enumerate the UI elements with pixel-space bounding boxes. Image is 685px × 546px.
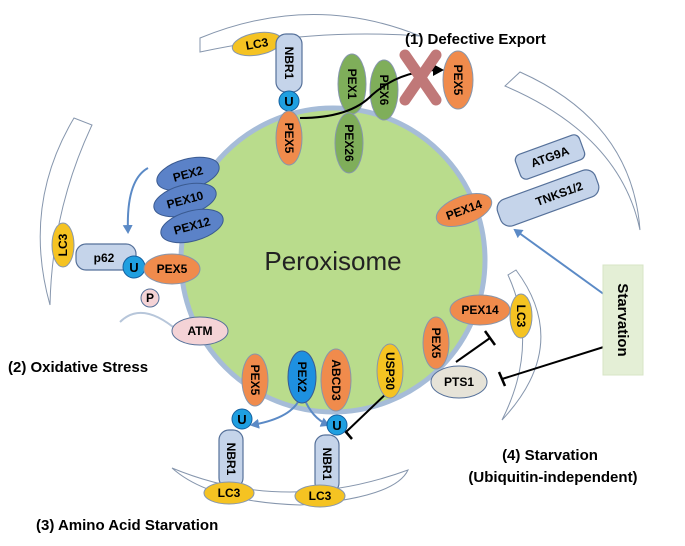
arrow-atm-to-phospho — [119, 311, 179, 332]
usp30: USP30 — [376, 343, 404, 399]
lc3-right: LC3 — [509, 293, 533, 339]
pex5-left: PEX5 — [143, 253, 201, 285]
svg-text:Starvation: Starvation — [614, 283, 631, 356]
p62: p62 — [75, 243, 137, 271]
lc3-left: LC3 — [51, 222, 75, 268]
label-oxidative-stress: (2) Oxidative Stress — [8, 359, 148, 376]
svg-text:U: U — [237, 412, 246, 427]
membrane-right-top — [504, 71, 641, 231]
label-defective-export: (1) Defective Export — [405, 31, 546, 48]
svg-text:U: U — [284, 94, 293, 109]
svg-text:ABCD3: ABCD3 — [329, 359, 343, 401]
svg-text:PEX26: PEX26 — [342, 124, 356, 162]
svg-text:USP30: USP30 — [383, 352, 397, 390]
svg-text:P: P — [146, 291, 154, 305]
ubiquitin-top: U — [278, 90, 300, 112]
pex2-bottom: PEX2 — [287, 350, 317, 404]
arrow-pex2-to-ubiquitin — [122, 167, 149, 234]
pex10: PEX10 — [153, 182, 217, 218]
nbr1-top: NBR1 — [275, 33, 303, 93]
pex12: PEX12 — [160, 208, 224, 244]
pex6: PEX6 — [369, 59, 399, 121]
pex2-left: PEX2 — [156, 156, 220, 192]
pex14-right-bottom: PEX14 — [449, 294, 511, 326]
pex5-right: PEX5 — [422, 316, 450, 370]
svg-text:NBR1: NBR1 — [224, 443, 238, 476]
nbr1-bottom-left: NBR1 — [218, 429, 244, 489]
lc3-bottom-right: LC3 — [294, 484, 346, 508]
svg-text:PEX14: PEX14 — [461, 303, 499, 317]
svg-text:PEX5: PEX5 — [451, 65, 465, 96]
pex5-exported: PEX5 — [442, 50, 474, 110]
lc3-top: LC3 — [231, 31, 283, 57]
svg-text:PEX1: PEX1 — [345, 69, 359, 100]
svg-text:PEX6: PEX6 — [377, 75, 391, 106]
inhibit-starvation-pts1 — [497, 344, 611, 387]
svg-text:ATM: ATM — [187, 324, 212, 338]
svg-text:PEX5: PEX5 — [429, 328, 443, 359]
pex26: PEX26 — [334, 112, 364, 174]
ubiquitin-bottom-right: U — [326, 414, 348, 436]
pex14-right-top: PEX14 — [435, 193, 493, 227]
pex5-bottom: PEX5 — [241, 353, 269, 407]
membrane-bottom — [171, 467, 409, 506]
ubiquitin-bottom-left: U — [231, 408, 253, 430]
svg-text:LC3: LC3 — [514, 305, 528, 328]
phospho-left: P — [140, 288, 160, 308]
label-starvation: (4) Starvation — [502, 447, 598, 464]
svg-text:NBR1: NBR1 — [320, 448, 334, 481]
arrow-starvation-to-pex14 — [513, 228, 606, 296]
membrane-left — [39, 117, 93, 306]
svg-text:U: U — [332, 418, 341, 433]
svg-text:PEX2: PEX2 — [295, 362, 309, 393]
svg-text:LC3: LC3 — [56, 233, 70, 256]
starvation-box: Starvation — [602, 264, 644, 376]
inhibit-pts1-pex14 — [455, 330, 497, 363]
svg-text:PEX5: PEX5 — [248, 365, 262, 396]
abcd3: ABCD3 — [320, 348, 352, 412]
atg9a: ATG9A — [514, 134, 586, 180]
pex5-top: PEX5 — [275, 110, 303, 166]
membrane-right-small — [501, 269, 542, 421]
svg-text:LC3: LC3 — [245, 35, 270, 53]
pex1: PEX1 — [337, 53, 367, 115]
nbr1-bottom-right: NBR1 — [314, 434, 340, 494]
svg-text:p62: p62 — [94, 251, 115, 265]
peroxisome-label: Peroxisome — [264, 246, 401, 276]
svg-text:PEX5: PEX5 — [157, 262, 188, 276]
svg-text:NBR1: NBR1 — [282, 47, 296, 80]
blocked-x-icon — [399, 49, 442, 106]
lc3-bottom-left: LC3 — [203, 481, 255, 505]
svg-text:LC3: LC3 — [309, 489, 332, 503]
svg-text:PTS1: PTS1 — [444, 375, 474, 389]
svg-text:PEX5: PEX5 — [282, 123, 296, 154]
tnks: TNKS1/2 — [496, 169, 600, 227]
label-ubiquitin-independent: (Ubiquitin-independent) — [468, 469, 637, 486]
atm: ATM — [171, 316, 229, 346]
svg-text:U: U — [129, 260, 138, 275]
label-amino-acid-starvation: (3) Amino Acid Starvation — [36, 517, 218, 534]
pts1: PTS1 — [430, 365, 488, 399]
ubiquitin-left: U — [122, 255, 146, 279]
svg-text:LC3: LC3 — [218, 486, 241, 500]
